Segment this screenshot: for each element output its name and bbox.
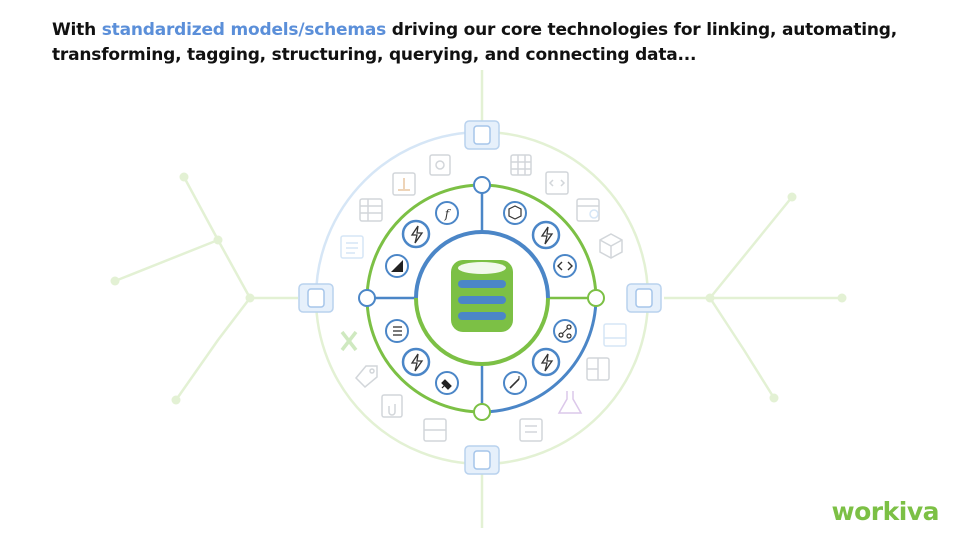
share-icon [553, 319, 577, 343]
database-icon [451, 260, 513, 332]
magic-wand-icon [503, 371, 527, 395]
inner-ring-icons: f [385, 201, 577, 395]
table-icon [510, 154, 532, 176]
headline-highlight-text: standardized models/schemas [101, 20, 387, 40]
bolt-icon [531, 347, 561, 377]
bolt-icon [531, 220, 561, 250]
template-icon [576, 198, 600, 222]
cube-icon [503, 201, 527, 225]
function-icon: f [435, 201, 459, 225]
branch-dots [110, 172, 847, 405]
main-ring [358, 176, 605, 421]
file-clip-icon [381, 394, 403, 418]
layout3-icon [586, 357, 610, 381]
headline-tail-text: driving our core technologies for linkin… [52, 20, 897, 65]
svg-text:f: f [444, 207, 452, 221]
outer-ring-icons [340, 154, 627, 442]
logo-text: workiva [831, 497, 940, 526]
settings-doc-icon [429, 154, 451, 176]
code-icon [553, 254, 577, 278]
layout-icon [423, 418, 447, 442]
database-node-bottom [464, 445, 500, 475]
flask-icon [557, 391, 583, 414]
plug-icon [435, 371, 459, 395]
layout2-icon [603, 323, 627, 347]
code-doc-icon [545, 171, 569, 195]
form-icon [519, 418, 543, 442]
excel-icon [340, 330, 358, 352]
bolt-icon [401, 219, 431, 249]
database-node-left [298, 283, 334, 313]
cube-icon [599, 233, 623, 259]
headline-lead-text: With [52, 20, 102, 40]
upload-icon [392, 172, 416, 196]
list-icon [385, 319, 409, 343]
spreadsheet-icon [359, 198, 383, 222]
database-node-right [626, 283, 662, 313]
bolt-icon [401, 347, 431, 377]
tag-icon [354, 365, 378, 389]
document-icon [340, 235, 364, 259]
slide-headline: With standardized models/schemas driving… [52, 18, 932, 68]
workiva-logo: workiva [831, 497, 940, 526]
chart-corner-icon [385, 254, 409, 278]
database-node-top [464, 120, 500, 150]
